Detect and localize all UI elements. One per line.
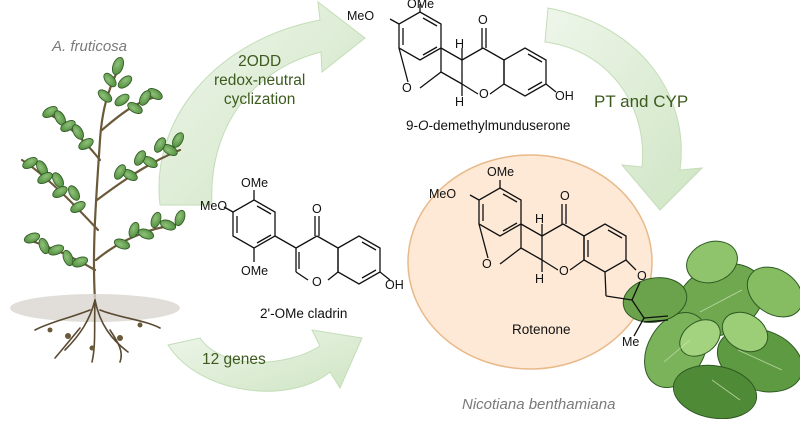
atom-o: O: [560, 189, 570, 203]
compound-name-prefix: 9-: [406, 118, 419, 133]
molecule-cladrin: [223, 190, 391, 285]
step-2odd-line-1: 2ODD: [238, 53, 282, 70]
compound-name-cladrin: 2'-OMe cladrin: [260, 306, 348, 321]
molecule-rotenone: [469, 180, 669, 337]
atom-ome: OMe: [241, 264, 269, 278]
atom-o: O: [478, 13, 488, 27]
atom-h: H: [535, 272, 545, 286]
atom-o: O: [479, 87, 489, 101]
atom-h: H: [455, 37, 465, 51]
atom-meo: MeO: [429, 187, 457, 201]
compound-name-italic: O: [418, 118, 429, 133]
arrow-top-left: [158, 0, 366, 206]
atom-ome: OMe: [241, 176, 269, 190]
atom-meo: MeO: [200, 199, 228, 213]
atom-o: O: [559, 264, 569, 278]
source-plant-label: A. fruticosa: [52, 38, 128, 55]
atom-h: H: [455, 95, 465, 109]
atom-ome: OMe: [407, 0, 435, 11]
step-2odd-label: 2ODD redox-neutral cyclization: [214, 52, 305, 109]
step-2odd-line-3: cyclization: [223, 91, 296, 108]
atom-me: Me: [622, 335, 640, 349]
arrow-top-right: [544, 7, 704, 211]
step-genes-label: 12 genes: [202, 351, 266, 368]
host-plant-label: Nicotiana benthamiana: [462, 396, 616, 413]
atom-o: O: [312, 202, 322, 216]
atom-oh: OH: [555, 89, 574, 103]
atom-meo: MeO: [347, 9, 375, 23]
plant-illustration: [10, 56, 186, 363]
atom-o: O: [312, 275, 322, 289]
step-pt-cyp-label: PT and CYP: [594, 92, 689, 111]
molecule-demethylmunduserone: [389, 4, 557, 97]
atom-o: O: [637, 269, 647, 283]
atom-oh: OH: [385, 278, 404, 292]
step-2odd-line-2: redox-neutral: [214, 72, 306, 89]
arrow-bottom: [167, 329, 363, 392]
atom-h: H: [535, 212, 545, 226]
rotenone-highlight: [407, 154, 653, 370]
tobacco-plant-photo: [622, 240, 800, 420]
atom-o: O: [482, 257, 492, 271]
atom-o: O: [402, 81, 412, 95]
compound-name-demethylmunduserone: 9-O-demethylmunduserone: [406, 118, 570, 133]
atom-ome: OMe: [487, 165, 515, 179]
compound-name-rotenone: Rotenone: [512, 322, 571, 337]
compound-name-suffix: -demethylmunduserone: [428, 118, 571, 133]
